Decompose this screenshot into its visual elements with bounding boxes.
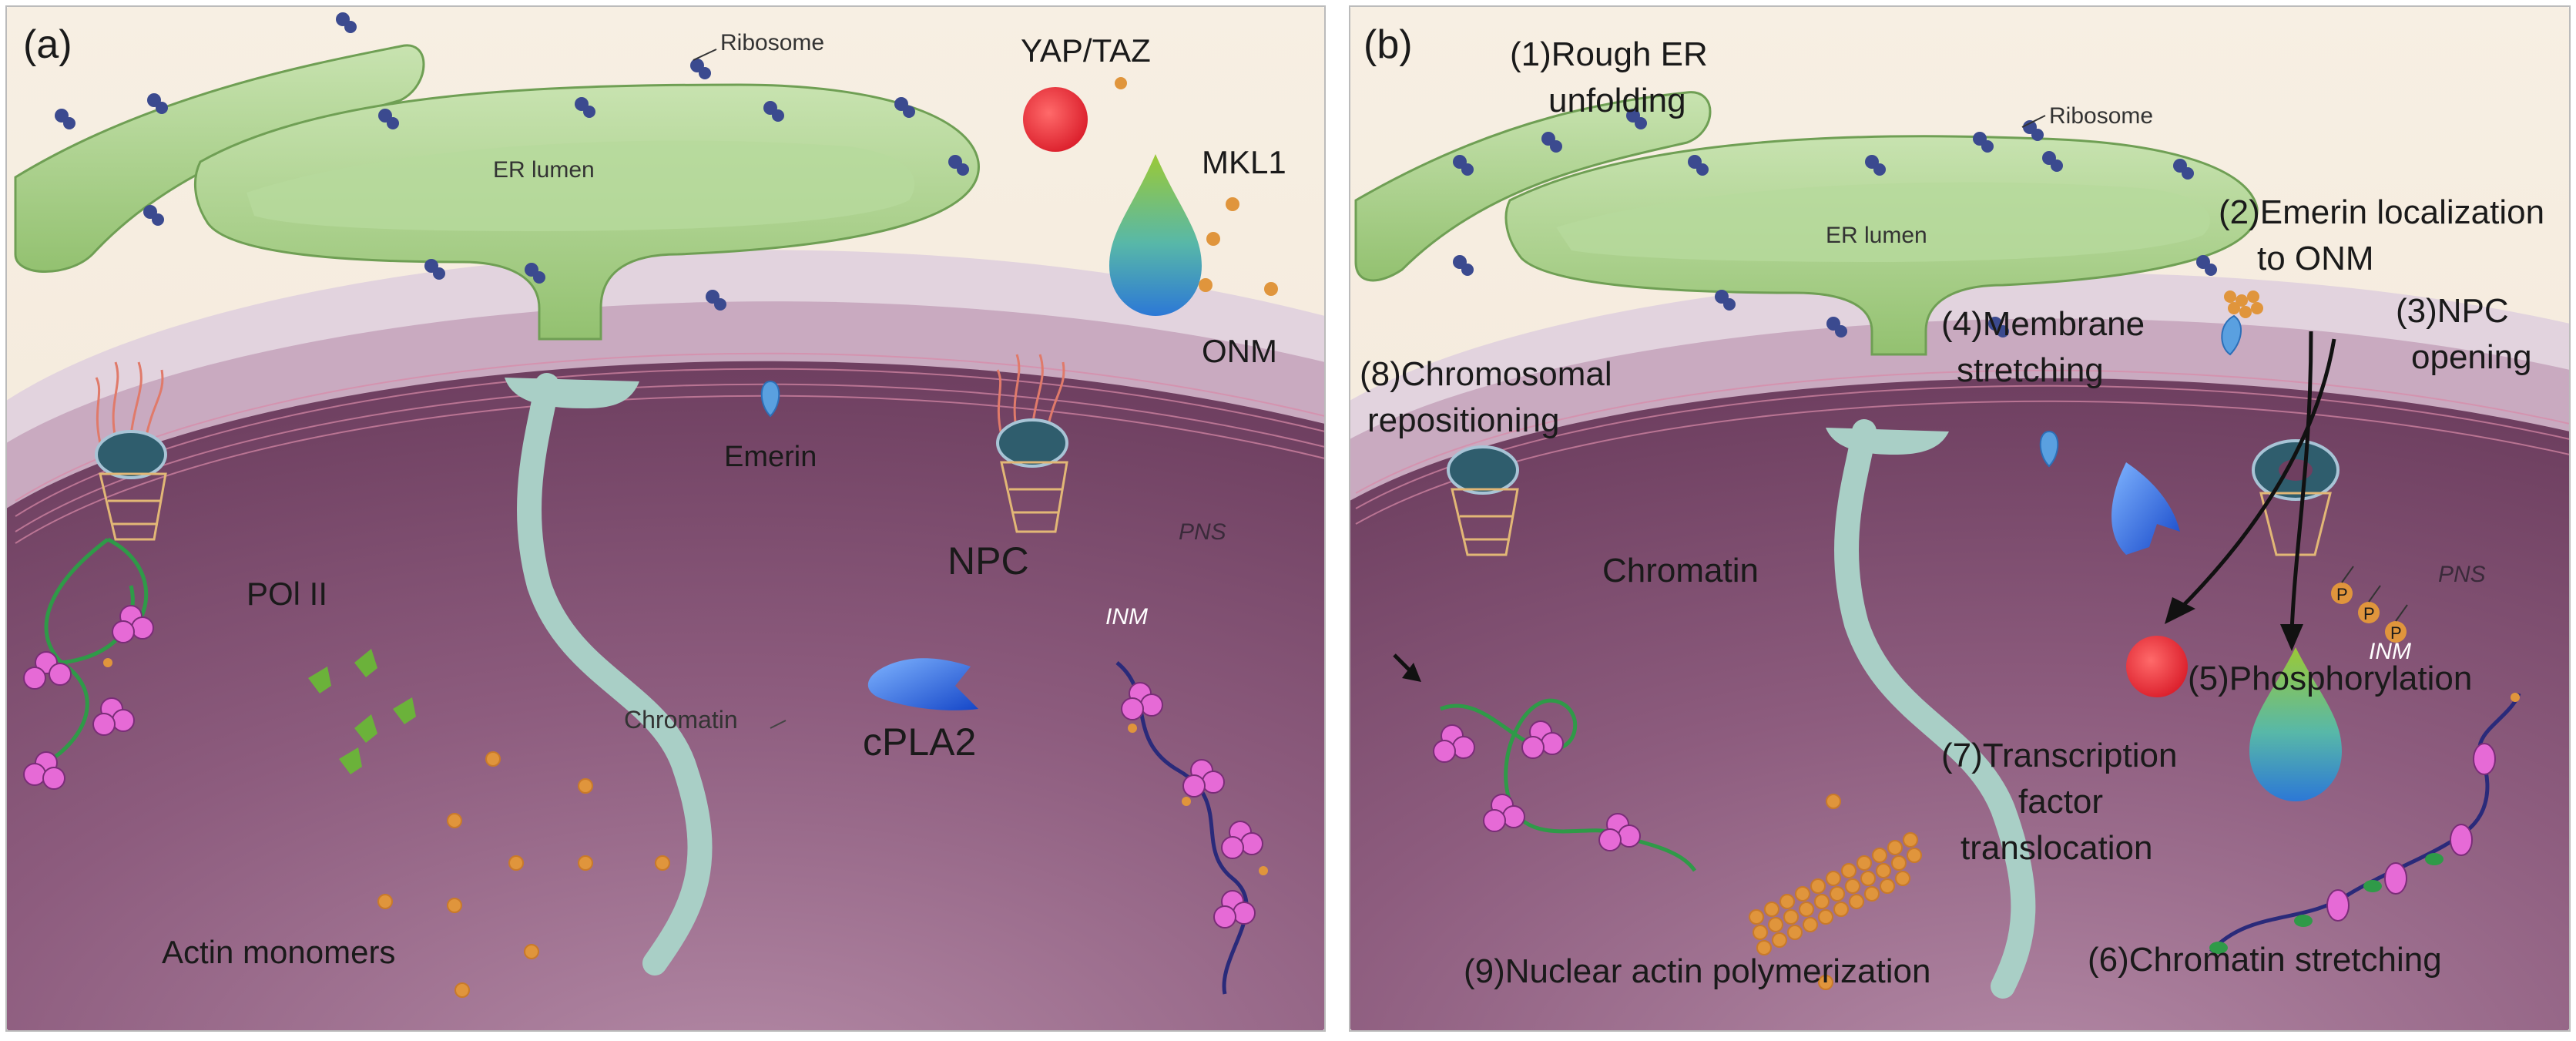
ribosomes-b (1453, 109, 2217, 337)
translocation-arrows (1393, 331, 2336, 672)
panel-b-frame (1349, 5, 2571, 1032)
cpla2-label: cPLA2 (863, 720, 976, 764)
nucleus-b (1350, 378, 2570, 1031)
actin-polymer (1749, 794, 1922, 990)
emerin-label: Emerin (724, 441, 817, 473)
yap-taz-nuclear (2126, 636, 2188, 697)
ribosomes (55, 12, 969, 311)
mkl1-protein (1109, 154, 1202, 316)
er-lumen-area-b (1556, 182, 2210, 262)
emerin-protein (760, 380, 780, 418)
npc-left-b (1447, 445, 1519, 556)
pns-label: PNS (1179, 519, 1226, 545)
er-sheet-back-b (1354, 91, 1712, 282)
npc-left (95, 361, 167, 541)
phospho-marks: P P P (2331, 566, 2408, 643)
ribosome-label-b: Ribosome (2049, 103, 2153, 129)
small-molecule (1115, 77, 1127, 89)
step8-line2: repositioning (1367, 401, 1560, 439)
nucleus (6, 361, 1325, 1031)
step2-line2: to ONM (2257, 240, 2374, 277)
step5-label: (5)Phosphorylation (2188, 660, 2472, 697)
mkl1-nuclear (2249, 647, 2342, 801)
phospho-p1: P (2336, 585, 2348, 604)
step2-line1: (2)Emerin localization (2219, 193, 2544, 231)
pol-ii-label: POl II (247, 576, 327, 612)
step3-line1: (3)NPC (2396, 292, 2509, 330)
step4-line1: (4)Membrane (1941, 305, 2145, 343)
ribosome-pointer-b (2021, 115, 2046, 128)
chromatin-label-b: Chromatin (1602, 552, 1759, 589)
step8-line1: (8)Chromosomal (1360, 355, 1612, 393)
panel-a-tag: (a) (23, 22, 72, 67)
chromatin-stretched (2209, 693, 2521, 954)
yap-taz-label: YAP/TAZ (1021, 32, 1151, 69)
panel-a: (a) Ribosome YAP/TAZ MKL1 ER lumen ONM E… (6, 6, 1325, 1031)
chromatin-label: Chromatin (624, 706, 738, 734)
step1-line1: (1)Rough ER (1510, 35, 1708, 73)
emerin-cluster (2224, 290, 2263, 318)
inm-label-b: INM (2369, 639, 2411, 664)
phospho-p3: P (2390, 623, 2402, 643)
er-lumen-label: ER lumen (493, 157, 595, 183)
step7-line2: factor (2018, 783, 2103, 821)
ribosome-pointer (693, 49, 717, 61)
step1-line2: unfolding (1548, 82, 1686, 119)
pol-ii-molecules (308, 649, 416, 774)
npc-right-b (2252, 439, 2340, 556)
cytoplasmic-actin (1199, 197, 1278, 296)
panel-b: P P P (1350, 6, 2570, 1031)
step7-line1: (7)Transcription (1941, 737, 2177, 774)
ribosome-label: Ribosome (720, 30, 824, 55)
step4-line2: stretching (1957, 351, 2104, 389)
mkl1-label: MKL1 (1202, 144, 1286, 180)
cpla2-protein (867, 658, 978, 710)
emerin-onm (2221, 314, 2242, 356)
step6-label: (6)Chromatin stretching (2088, 941, 2442, 979)
chromatin-cluster-right (1115, 661, 1268, 995)
pns-label-b: PNS (2438, 562, 2486, 587)
er-lumen-area (247, 140, 915, 231)
actin-monomers-label: Actin monomers (162, 934, 395, 970)
step9-label: (9)Nuclear actin polymerization (1464, 952, 1930, 990)
chromatin-fiber (517, 373, 713, 976)
step3-line2: opening (2411, 338, 2532, 376)
cpla2-membrane (2111, 462, 2180, 555)
chromatin-pointer (770, 720, 787, 729)
onm-label: ONM (1202, 333, 1277, 369)
chromatin-cluster-left (23, 537, 154, 790)
npc-right (996, 354, 1068, 533)
chromatin-cluster-repositioned (1433, 698, 1697, 872)
inm-label: INM (1105, 604, 1148, 630)
yap-taz-protein (1023, 87, 1088, 152)
lamina-attachment (505, 378, 639, 408)
actin-monomers (377, 751, 670, 998)
er-lumen-label-b: ER lumen (1826, 223, 1927, 248)
phospho-p2: P (2363, 604, 2375, 623)
emerin-inm (2039, 430, 2059, 468)
panel-a-frame (5, 5, 1326, 1032)
lamina-attachment-b (1826, 428, 1949, 455)
chromatin-fiber-b (1834, 419, 2036, 999)
npc-label: NPC (948, 539, 1029, 583)
arrow-heads (1402, 597, 2303, 682)
panel-b-tag: (b) (1363, 22, 1413, 67)
step7-line3: translocation (1961, 829, 2152, 867)
